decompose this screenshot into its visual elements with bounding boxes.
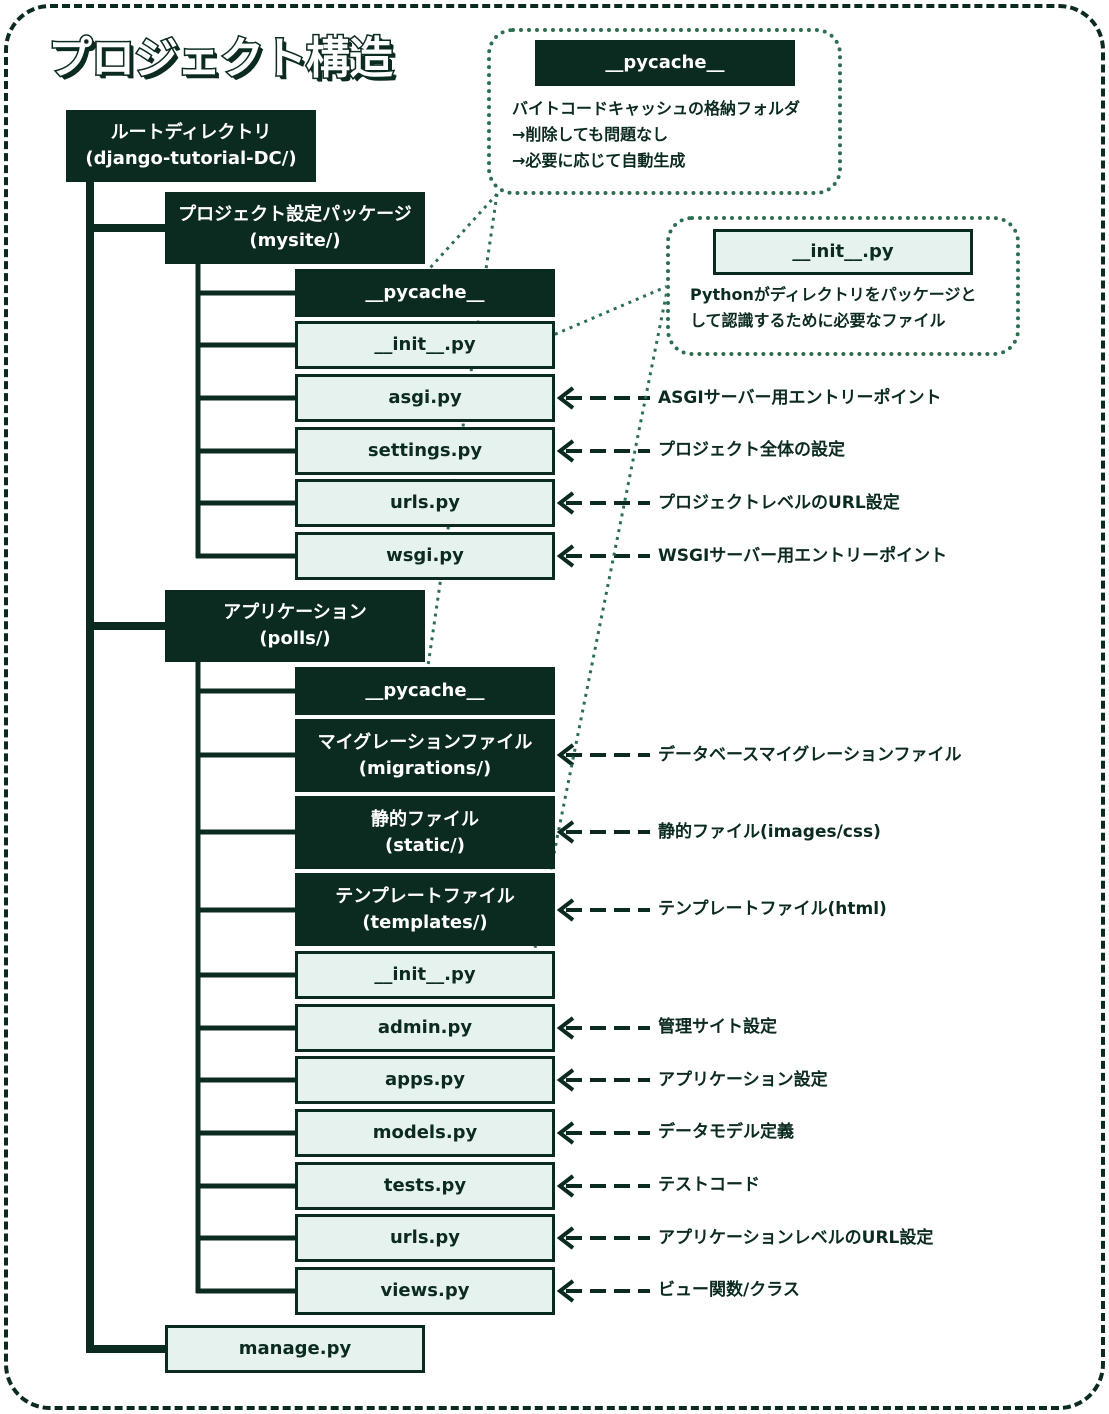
file-label: __init__.py — [374, 964, 476, 985]
arrow-wsgi-head — [556, 544, 575, 568]
file-label: テンプレートファイル — [335, 885, 515, 907]
desc-tests: テストコード — [658, 1175, 760, 1195]
outer-dashed-frame — [4, 4, 1105, 1410]
callout-init-label: __init__.py — [713, 229, 973, 275]
arrow-admin-head — [556, 1016, 575, 1040]
polls-file-models: models.py — [295, 1109, 555, 1157]
file-path: (templates/) — [362, 911, 488, 933]
arrow-apps-head — [556, 1068, 575, 1092]
desc-apps: アプリケーション設定 — [658, 1070, 828, 1090]
mysite-file-settings: settings.py — [295, 427, 555, 475]
mysite-file-init: __init__.py — [295, 321, 555, 369]
pointer-pycache-mysite — [428, 192, 499, 270]
file-path: (migrations/) — [358, 757, 492, 779]
arrow-migrations-head — [556, 743, 575, 767]
arrow-templates-head — [556, 898, 575, 922]
file-label: urls.py — [389, 1227, 461, 1248]
file-label: settings.py — [367, 440, 483, 461]
file-label: マイグレーションファイル — [317, 731, 533, 753]
callout-label-text: __pycache__ — [605, 52, 725, 73]
root-directory-box: ルートディレクトリ (django-tutorial-DC/) — [66, 110, 316, 182]
desc-asgi: ASGIサーバー用エントリーポイント — [658, 388, 942, 408]
desc-urls-app: アプリケーションレベルのURL設定 — [658, 1228, 934, 1248]
file-label: __pycache__ — [365, 282, 485, 303]
mysite-path: (mysite/) — [249, 230, 341, 251]
desc-wsgi: WSGIサーバー用エントリーポイント — [658, 546, 948, 566]
arrow-models-head — [556, 1121, 575, 1145]
polls-file-urls: urls.py — [295, 1214, 555, 1262]
callout-label-text: __init__.py — [792, 241, 894, 262]
manage-file: manage.py — [165, 1325, 425, 1373]
file-label: 静的ファイル — [371, 808, 479, 830]
file-label: urls.py — [389, 492, 461, 513]
desc-migrations: データベースマイグレーションファイル — [658, 745, 962, 765]
polls-file-apps: apps.py — [295, 1056, 555, 1104]
file-label: models.py — [372, 1122, 478, 1143]
arrow-settings-head — [556, 439, 575, 463]
mysite-package-box: プロジェクト設定パッケージ (mysite/) — [165, 192, 425, 264]
polls-dir-templates: テンプレートファイル (templates/) — [295, 873, 555, 946]
callout-pycache-line-1: バイトコードキャッシュの格納フォルダ — [512, 99, 801, 118]
polls-file-views: views.py — [295, 1267, 555, 1315]
arrow-urls-head — [556, 491, 575, 515]
arrow-static-head — [556, 820, 575, 844]
mysite-file-pycache: __pycache__ — [295, 269, 555, 317]
callout-init-line-1: Pythonがディレクトリをパッケージと — [690, 285, 977, 304]
desc-urls: プロジェクトレベルのURL設定 — [658, 493, 900, 513]
arrow-views-head — [556, 1279, 575, 1303]
desc-static: 静的ファイル(images/css) — [658, 822, 881, 842]
callout-pycache-label: __pycache__ — [535, 40, 795, 86]
mysite-file-asgi: asgi.py — [295, 374, 555, 422]
callout-init-line-2: して認識するために必要なファイル — [690, 311, 946, 330]
mysite-file-urls: urls.py — [295, 479, 555, 527]
page-title: プロジェクト構造 — [47, 32, 395, 86]
mysite-file-wsgi: wsgi.py — [295, 532, 555, 580]
desc-views: ビュー関数/クラス — [658, 1280, 800, 1300]
file-label: __init__.py — [374, 334, 476, 355]
desc-templates: テンプレートファイル(html) — [658, 899, 887, 919]
polls-file-tests: tests.py — [295, 1162, 555, 1210]
polls-app-box: アプリケーション (polls/) — [165, 590, 425, 662]
file-label: __pycache__ — [365, 680, 485, 701]
root-label: ルートディレクトリ — [110, 122, 272, 143]
polls-path: (polls/) — [259, 628, 331, 649]
arrow-tests-head — [556, 1174, 575, 1198]
file-path: (static/) — [385, 834, 465, 856]
polls-file-pycache: __pycache__ — [295, 667, 555, 715]
desc-models: データモデル定義 — [658, 1122, 794, 1142]
desc-admin: 管理サイト設定 — [658, 1017, 777, 1037]
arrow-asgi-head — [556, 386, 575, 410]
file-label: asgi.py — [388, 387, 462, 408]
polls-dir-static: 静的ファイル (static/) — [295, 796, 555, 869]
polls-file-admin: admin.py — [295, 1004, 555, 1052]
polls-file-init: __init__.py — [295, 951, 555, 999]
polls-label: アプリケーション — [223, 602, 367, 623]
root-path: (django-tutorial-DC/) — [85, 148, 297, 169]
pointer-init-mysite — [529, 284, 669, 347]
polls-dir-migrations: マイグレーションファイル (migrations/) — [295, 719, 555, 792]
file-label: wsgi.py — [386, 545, 464, 566]
file-label: manage.py — [238, 1338, 352, 1359]
file-label: apps.py — [384, 1069, 466, 1090]
mysite-label: プロジェクト設定パッケージ — [178, 204, 412, 225]
callout-pycache-line-3: →必要に応じて自動生成 — [512, 151, 686, 170]
file-label: admin.py — [377, 1017, 473, 1038]
file-label: views.py — [380, 1280, 470, 1301]
file-label: tests.py — [383, 1175, 467, 1196]
callout-pycache-line-2: →削除しても問題なし — [512, 125, 669, 144]
desc-settings: プロジェクト全体の設定 — [658, 440, 845, 460]
arrow-urls-app-head — [556, 1226, 575, 1250]
